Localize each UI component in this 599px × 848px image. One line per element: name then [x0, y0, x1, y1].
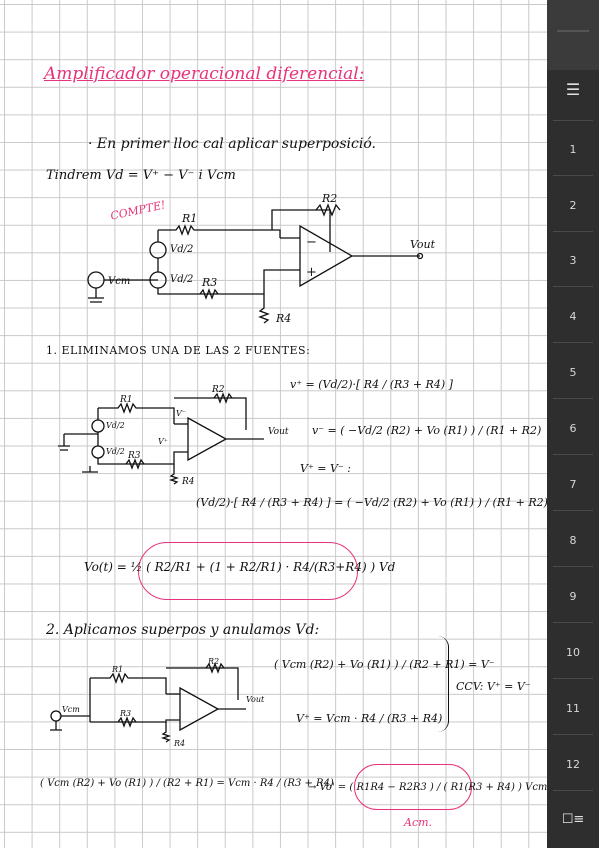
page-thumb-12[interactable]: 12 — [566, 758, 580, 771]
page-thumb-9[interactable]: 9 — [569, 590, 577, 603]
page-thumb-2[interactable]: 2 — [569, 199, 577, 212]
s2-vout: Vout — [246, 695, 265, 704]
step1-combined-eq: (Vd/2)·[ R4 / (R3 + R4) ] = ( −Vd/2 (R2)… — [196, 496, 547, 509]
step2-vplus-eq: V⁺ = Vcm · R4 / (R3 + R4) — [296, 712, 443, 725]
s1-r3: R3 — [127, 451, 141, 461]
page-sidebar: ☰ 1 2 3 4 5 6 7 8 9 10 11 12 ☐≡ — [547, 0, 599, 848]
sidebar-separator — [553, 790, 593, 791]
sidebar-separator — [553, 454, 593, 455]
definition-line: Tindrem Vd = V⁺ − V⁻ i Vcm — [46, 168, 236, 183]
note-title: Amplificador operacional diferencial: — [44, 64, 365, 84]
step2-final-left: ( Vcm (R2) + Vo (R1) ) / (R2 + R1) = Vcm… — [40, 778, 334, 789]
step2-heading: 2. Aplicamos superpos y anulamos Vd: — [46, 622, 320, 638]
c1-minus: − — [306, 235, 317, 250]
differential-amp-circuit: − + R2 R1 R3 R4 Vd/2 Vd/2 Vcm Vout — [87, 192, 436, 325]
c1-r2: R2 — [321, 192, 337, 205]
s1-r2: R2 — [211, 385, 225, 395]
s1-vminus: V⁻ — [176, 409, 186, 418]
page-thumb-3[interactable]: 3 — [569, 254, 577, 267]
s1-vd-top: Vd/2 — [106, 421, 125, 430]
step2-vminus-eq: ( Vcm (R2) + Vo (R1) ) / (R2 + R1) = V⁻ — [274, 658, 495, 671]
page-thumb-8[interactable]: 8 — [569, 534, 577, 547]
sidebar-separator — [553, 175, 593, 176]
sidebar-separator — [553, 286, 593, 287]
page-thumb-1[interactable]: 1 — [569, 143, 577, 156]
page-thumb-4[interactable]: 4 — [569, 310, 577, 323]
s2-r2: R2 — [207, 657, 219, 666]
page-thumb-10[interactable]: 10 — [566, 646, 580, 659]
sidebar-separator — [553, 231, 593, 232]
s1-vout: Vout — [268, 427, 289, 437]
c1-plus: + — [306, 265, 317, 280]
c1-vout: Vout — [410, 238, 436, 251]
s1-r4: R4 — [181, 477, 195, 487]
step1-equal: V⁺ = V⁻ : — [300, 462, 351, 475]
sidebar-separator — [553, 510, 593, 511]
intro-line: · En primer lloc cal aplicar superposici… — [88, 136, 376, 152]
step2-circuit: R2 R1 R3 R4 Vcm Vout — [50, 657, 265, 748]
page-thumb-11[interactable]: 11 — [566, 702, 580, 715]
c1-vd-top: Vd/2 — [170, 244, 193, 255]
c1-r3: R3 — [201, 276, 217, 289]
list-icon[interactable]: ☰ — [565, 80, 581, 99]
result-highlight — [138, 542, 358, 600]
step1-vplus-eq: v⁺ = (Vd/2)·[ R4 / (R3 + R4) ] — [290, 378, 453, 391]
note-page: Amplificador operacional diferencial: · … — [0, 0, 547, 848]
page-thumb-6[interactable]: 6 — [569, 422, 577, 435]
sidebar-separator — [553, 622, 593, 623]
sidebar-separator — [553, 678, 593, 679]
page-thumb-7[interactable]: 7 — [569, 478, 577, 491]
s2-r1: R1 — [111, 665, 123, 674]
step2-final-right: → Vo' = ( R1R4 − R2R3 ) / ( R1(R3 + R4) … — [308, 782, 547, 793]
c1-r4: R4 — [275, 312, 291, 325]
step1-result-eq: Vo(t) = ½ ( R2/R1 + (1 + R2/R1) · R4/(R3… — [84, 560, 396, 574]
s1-vplus: V⁺ — [158, 437, 168, 446]
c1-vd-bot: Vd/2 — [170, 274, 193, 285]
sidebar-separator — [553, 342, 593, 343]
acm-highlight — [354, 764, 472, 810]
step1-circuit: R2 R1 R3 R4 Vd/2 Vd/2 V⁻ V⁺ Vout — [58, 385, 289, 487]
s2-vcm: Vcm — [62, 705, 80, 714]
c1-r1: R1 — [181, 212, 197, 225]
sidebar-separator — [553, 398, 593, 399]
sidebar-separator — [553, 566, 593, 567]
page-thumb-5[interactable]: 5 — [569, 366, 577, 379]
checklist-icon[interactable]: ☐≡ — [561, 812, 585, 827]
sidebar-separator — [553, 734, 593, 735]
step1-vminus-eq: v⁻ = ( −Vd/2 (R2) + Vo (R1) ) / (R1 + R2… — [312, 424, 542, 437]
acm-label: Acm. — [404, 816, 433, 829]
step2-brace — [438, 636, 449, 732]
step1-heading: 1. ELIMINAMOS UNA DE LAS 2 FUENTES: — [46, 344, 311, 357]
s1-vd-bot: Vd/2 — [106, 447, 125, 456]
sidebar-separator — [553, 120, 593, 121]
s1-r1: R1 — [119, 395, 133, 405]
sidebar-handle[interactable] — [547, 0, 599, 70]
s2-r3: R3 — [119, 709, 131, 718]
s2-r4: R4 — [173, 739, 185, 748]
c1-vcm: Vcm — [108, 276, 130, 287]
step2-ccv: CCV: V⁺ = V⁻ — [456, 680, 531, 693]
